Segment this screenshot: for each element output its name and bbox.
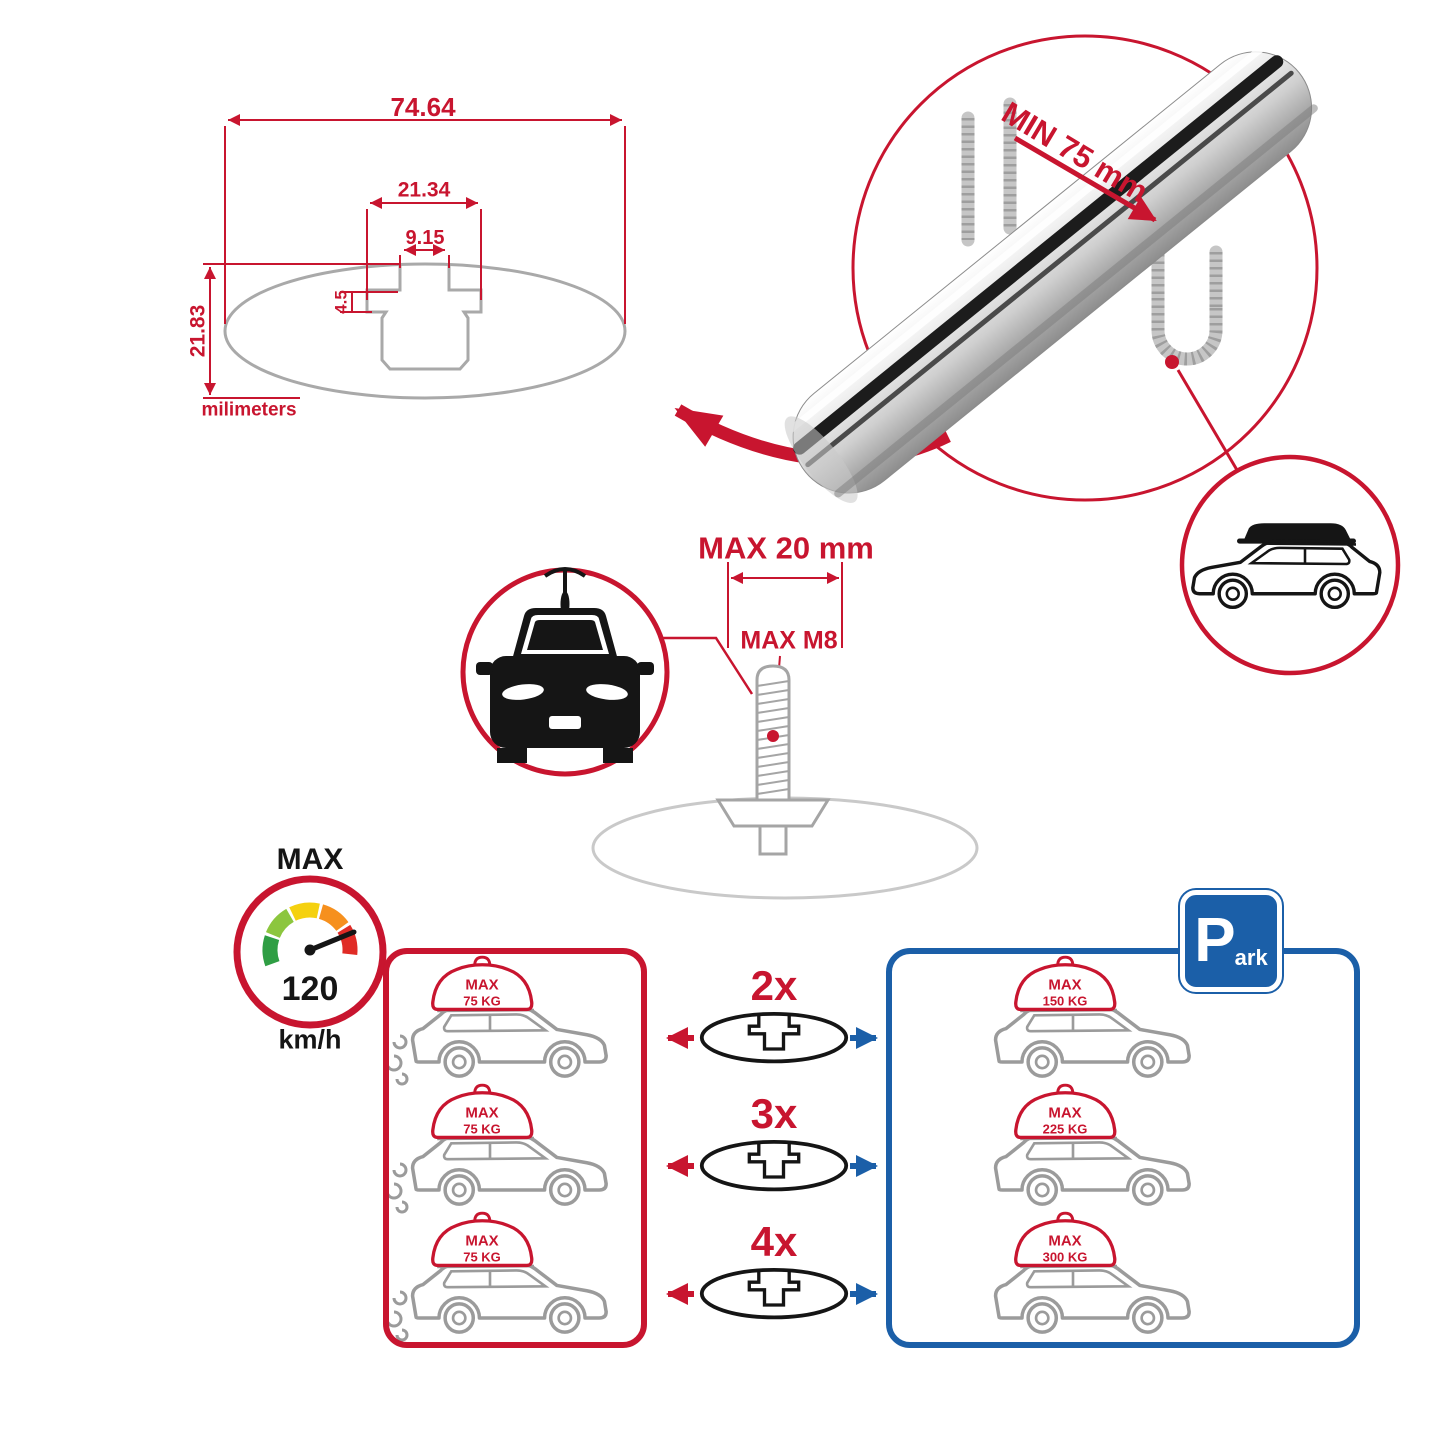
load-max-label: MAX: [1048, 1232, 1082, 1250]
gauge-arcs: [262, 902, 358, 967]
load-max-label: MAX: [1048, 1104, 1082, 1122]
dim-slot-depth: 4.5: [331, 290, 351, 314]
bolt-thread-label: MAX M8: [740, 626, 838, 655]
parking-sign: P ark: [1180, 890, 1282, 992]
parking-sign-suffix: ark: [1234, 945, 1268, 970]
load-weight: 75 KG: [463, 1121, 501, 1137]
bolt-diagram: [591, 562, 979, 900]
bar-profile-icon: [699, 1011, 849, 1064]
dimension-lines: [203, 114, 626, 399]
load-weight: 300 KG: [1042, 1249, 1088, 1265]
bolt-length-label: MAX 20 mm: [698, 530, 874, 566]
zoom-circle: [851, 34, 1319, 502]
bar-count-2x: 2x: [750, 962, 798, 1009]
speed-value: 120: [281, 970, 339, 1008]
load-weight: 225 KG: [1042, 1121, 1088, 1137]
t-slot-profile: [365, 264, 483, 371]
car-front-badge: [460, 567, 754, 777]
bar-count-3x: 3x: [750, 1090, 798, 1137]
mount-point-dot: [1165, 355, 1179, 369]
load-max-label: MAX: [465, 1232, 499, 1250]
speed-max-label: MAX: [276, 843, 344, 876]
profile-ellipse: [223, 262, 627, 400]
thread-point-dot: [767, 730, 779, 742]
dim-height: 21.83: [186, 304, 210, 358]
load-max-label: MAX: [1048, 976, 1082, 994]
dim-slot-width: 9.15: [405, 227, 445, 249]
gauge-pivot: [304, 944, 316, 956]
crossbar: [784, 45, 1318, 503]
u-bolt-right-lower: [1151, 298, 1223, 366]
crossbar-zoom: [784, 34, 1401, 676]
dim-total-width: 74.64: [390, 92, 456, 122]
bar-profile-icon: [699, 1267, 849, 1320]
car-front-icon: [476, 608, 654, 763]
inset-connector-line: [1176, 369, 1239, 471]
car-roofbox-inset: [1179, 454, 1401, 676]
load-weight: 150 KG: [1042, 993, 1088, 1009]
u-bolt-left: [961, 97, 1017, 247]
gauge-needle: [307, 929, 357, 953]
min-75-arrow: [1013, 135, 1157, 223]
driving-panel: [383, 948, 647, 1348]
bolt-threads: [756, 680, 790, 795]
load-weight: 75 KG: [463, 993, 501, 1009]
dim-upper-width: 21.34: [397, 178, 451, 202]
speed-limit-badge: [233, 875, 387, 1029]
parking-sign-letter: P: [1194, 906, 1236, 975]
badge-leader-line: [663, 636, 754, 695]
bar-count-4x: 4x: [750, 1218, 798, 1265]
load-max-label: MAX: [465, 1104, 499, 1122]
dim-unit-label: milimeters: [201, 399, 297, 421]
load-max-label: MAX: [465, 976, 499, 994]
bar-profile-icon: [699, 1139, 849, 1192]
bolt: [715, 664, 831, 856]
load-weight: 75 KG: [463, 1249, 501, 1265]
bar-count-rows: [666, 1011, 878, 1320]
speed-unit: km/h: [278, 1024, 342, 1055]
profile-dimension-drawing: [203, 114, 627, 400]
parking-panel: [886, 948, 1360, 1348]
